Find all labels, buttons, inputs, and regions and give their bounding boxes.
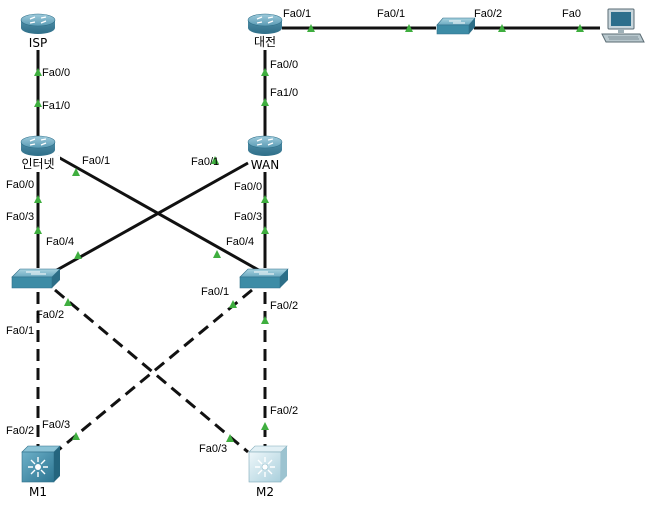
device-label: 인터넷 bbox=[21, 157, 54, 171]
port-label: Fa0/3 bbox=[6, 211, 34, 223]
port-label: Fa0/0 bbox=[42, 67, 70, 79]
port-up-icon bbox=[229, 300, 237, 308]
port-up-icon bbox=[498, 24, 506, 32]
link-internet-swright[interactable] bbox=[57, 155, 263, 274]
switch-right[interactable] bbox=[239, 268, 289, 289]
switch-icon bbox=[436, 17, 476, 35]
port-up-icon bbox=[74, 251, 82, 259]
port-up-icon bbox=[576, 24, 584, 32]
switch-top[interactable] bbox=[436, 17, 476, 35]
port-up-icon bbox=[34, 195, 42, 203]
router-internet[interactable]: 인터넷 bbox=[16, 135, 60, 172]
device-label: ISP bbox=[29, 36, 47, 50]
switch-icon bbox=[11, 268, 61, 289]
port-up-icon bbox=[213, 250, 221, 258]
device-label: M2 bbox=[256, 485, 274, 499]
router-wan[interactable]: WAN bbox=[247, 135, 283, 172]
multilayer-switch-m2[interactable]: M2 bbox=[248, 445, 288, 499]
port-label: Fa0/1 bbox=[82, 155, 110, 167]
device-label: 대전 bbox=[254, 35, 276, 49]
port-label: Fa0/1 bbox=[191, 156, 219, 168]
port-label: Fa0/0 bbox=[270, 59, 298, 71]
link-swright-m1[interactable] bbox=[55, 288, 253, 454]
port-label: Fa0/2 bbox=[270, 300, 298, 312]
port-label: Fa1/0 bbox=[42, 100, 70, 112]
port-up-icon bbox=[226, 434, 234, 442]
link-swleft-m2[interactable] bbox=[54, 288, 249, 454]
port-label: Fa0/0 bbox=[6, 179, 34, 191]
port-label: Fa0/4 bbox=[226, 236, 254, 248]
router-icon bbox=[20, 135, 56, 156]
router-icon bbox=[20, 13, 56, 34]
port-up-icon bbox=[34, 226, 42, 234]
port-label: Fa1/0 bbox=[270, 87, 298, 99]
switch-icon bbox=[239, 268, 289, 289]
port-label: Fa0/2 bbox=[270, 405, 298, 417]
port-up-icon bbox=[211, 156, 219, 164]
port-up-icon bbox=[72, 432, 80, 440]
port-label: Fa0/2 bbox=[6, 425, 34, 437]
port-label: Fa0 bbox=[562, 8, 581, 20]
port-label: Fa0/1 bbox=[201, 286, 229, 298]
pc-icon bbox=[601, 8, 645, 43]
switch-left[interactable] bbox=[11, 268, 61, 289]
port-label: Fa0/4 bbox=[46, 236, 74, 248]
device-label: WAN bbox=[251, 158, 279, 172]
port-label: Fa0/3 bbox=[42, 419, 70, 431]
port-up-icon bbox=[34, 68, 42, 76]
port-up-icon bbox=[261, 98, 269, 106]
port-up-icon bbox=[34, 99, 42, 107]
port-up-icon bbox=[261, 68, 269, 76]
port-label: Fa0/2 bbox=[474, 8, 502, 20]
device-label: M1 bbox=[29, 485, 47, 499]
links bbox=[36, 26, 600, 277]
port-labels: Fa0/0 Fa1/0 Fa0/1 Fa0/0 Fa0/3 Fa0/4 Fa0/… bbox=[6, 8, 581, 455]
dashed-links bbox=[36, 288, 267, 454]
port-label: Fa0/3 bbox=[234, 211, 262, 223]
router-daejeon[interactable]: 대전 bbox=[247, 13, 283, 50]
port-status-markers bbox=[34, 24, 584, 442]
port-up-icon bbox=[261, 422, 269, 430]
multilayer-switch-icon bbox=[248, 445, 288, 483]
router-isp[interactable]: ISP bbox=[20, 13, 56, 50]
pc-endpoint[interactable] bbox=[601, 8, 645, 43]
port-up-icon bbox=[261, 316, 269, 324]
port-label: Fa0/3 bbox=[199, 443, 227, 455]
port-up-icon bbox=[72, 168, 80, 176]
port-label: Fa0/1 bbox=[283, 8, 311, 20]
port-label: Fa0/1 bbox=[6, 325, 34, 337]
port-up-icon bbox=[261, 195, 269, 203]
port-label: Fa0/2 bbox=[36, 309, 64, 321]
port-up-icon bbox=[405, 24, 413, 32]
port-label: Fa0/0 bbox=[234, 181, 262, 193]
router-icon bbox=[247, 135, 283, 156]
link-wan-swleft[interactable] bbox=[47, 161, 249, 277]
multilayer-switch-icon bbox=[21, 445, 61, 483]
port-up-icon bbox=[64, 298, 72, 306]
multilayer-switch-m1[interactable]: M1 bbox=[21, 445, 61, 499]
port-up-icon bbox=[307, 24, 315, 32]
router-icon bbox=[247, 13, 283, 34]
port-label: Fa0/1 bbox=[377, 8, 405, 20]
port-up-icon bbox=[261, 226, 269, 234]
